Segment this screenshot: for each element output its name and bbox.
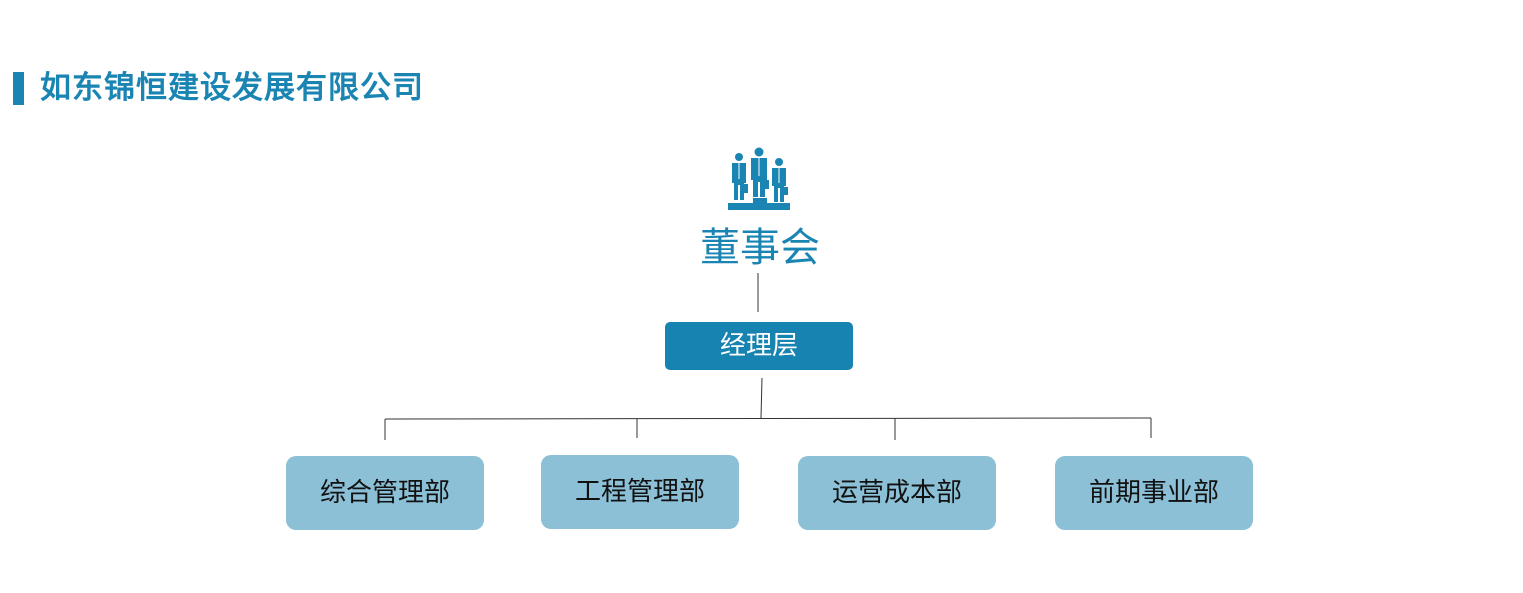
- title-accent-bar: [13, 72, 24, 105]
- department-box: 综合管理部: [286, 456, 484, 530]
- department-box: 前期事业部: [1055, 456, 1253, 530]
- board-members-icon: [726, 146, 792, 212]
- manager-level-box: 经理层: [665, 322, 853, 370]
- page-title: 如东锦恒建设发展有限公司: [40, 70, 424, 106]
- connector-manager-down: [760, 377, 763, 419]
- department-box: 运营成本部: [798, 456, 996, 530]
- department-box: 工程管理部: [541, 455, 739, 529]
- connector-horizontal: [384, 417, 1152, 420]
- board-of-directors-label: 董事会: [700, 225, 820, 271]
